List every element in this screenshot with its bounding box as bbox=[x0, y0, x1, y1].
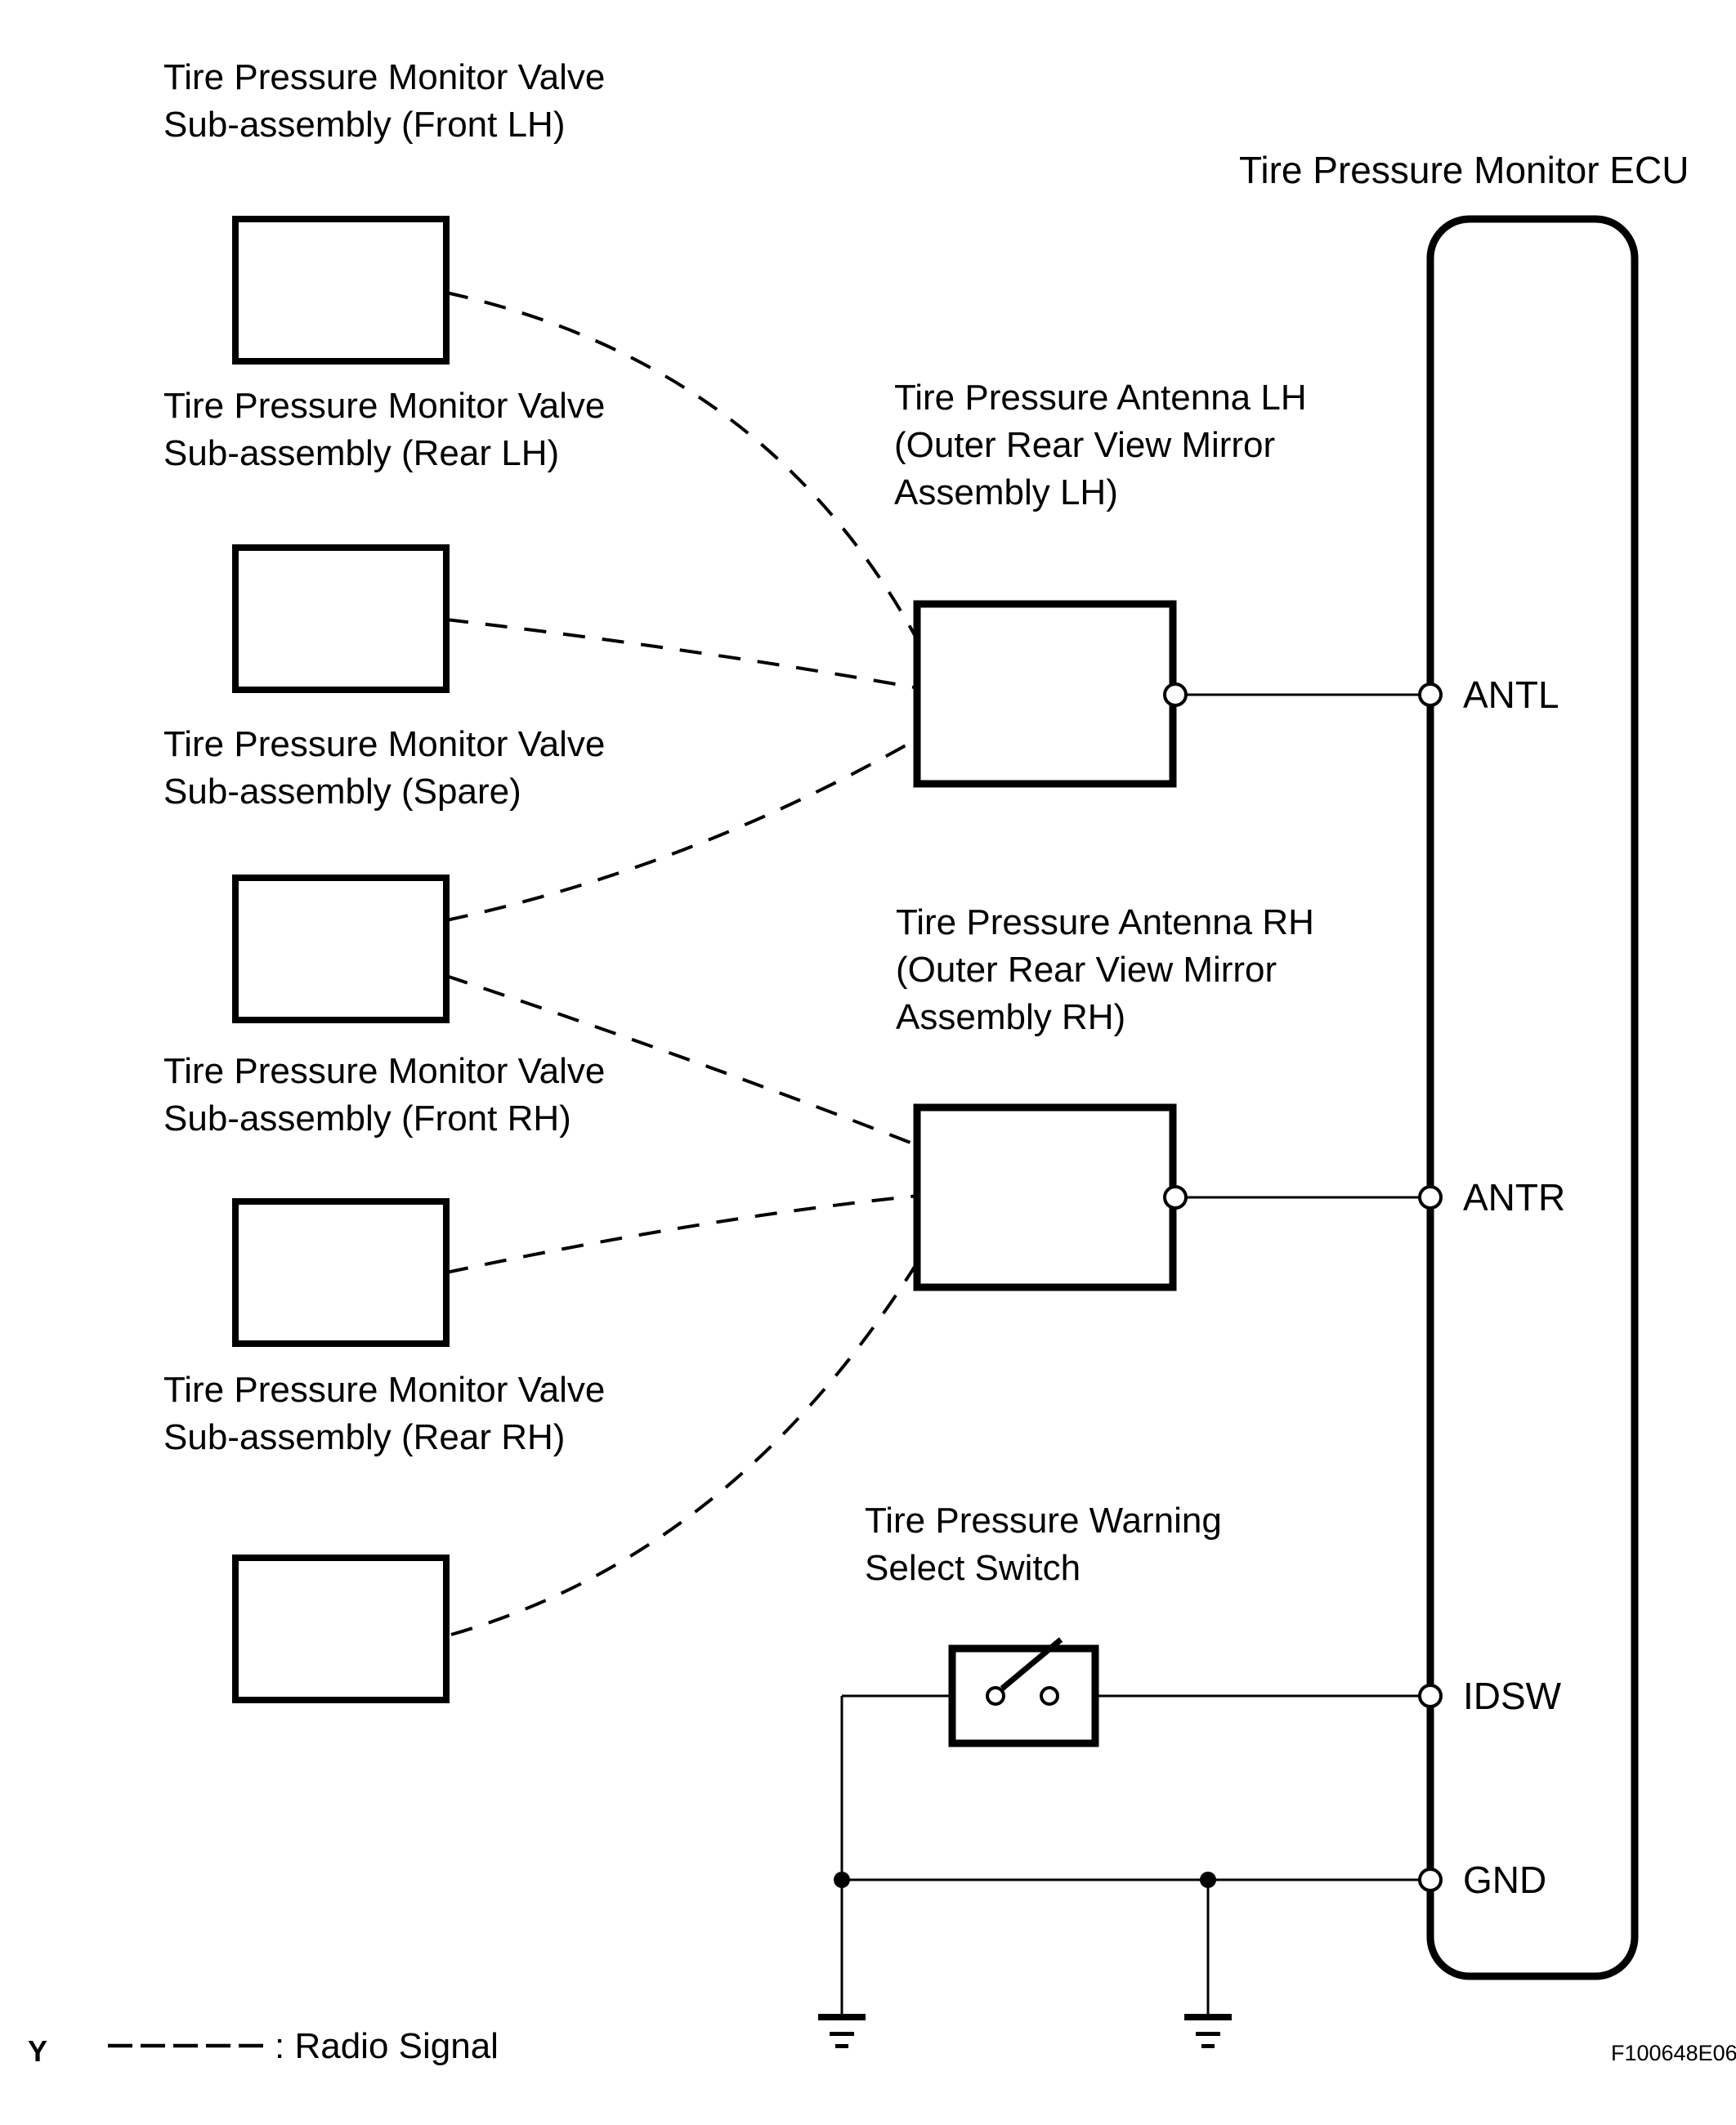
label-ecu-title: Tire Pressure Monitor ECU bbox=[1239, 149, 1689, 191]
antenna-lh-output-terminal bbox=[1163, 682, 1188, 707]
antenna-rh-output-terminal bbox=[1163, 1185, 1188, 1210]
label-line: Tire Pressure Antenna RH bbox=[896, 902, 1314, 942]
antenna-box-rh bbox=[913, 1103, 1177, 1291]
label-terminal-gnd: GND bbox=[1463, 1859, 1547, 1901]
label-line: Tire Pressure Monitor Valve bbox=[163, 724, 606, 764]
valve-box-rear-lh bbox=[232, 544, 450, 693]
ground-symbol-right bbox=[1184, 2014, 1232, 2048]
label-antenna-lh: Tire Pressure Antenna LH (Outer Rear Vie… bbox=[894, 374, 1307, 517]
label-line: Sub-assembly (Spare) bbox=[163, 772, 521, 812]
switch-contact-right bbox=[1040, 1686, 1059, 1706]
junction-dot-right bbox=[1200, 1872, 1216, 1888]
label-line: Sub-assembly (Front LH) bbox=[163, 105, 566, 145]
ground-bar-2 bbox=[830, 2032, 854, 2036]
ground-bar-3 bbox=[1201, 2044, 1215, 2048]
label-valve-rear-rh: Tire Pressure Monitor Valve Sub-assembly… bbox=[163, 1367, 605, 1461]
junction-dot-left bbox=[834, 1872, 850, 1888]
label-line: Sub-assembly (Front RH) bbox=[163, 1098, 571, 1139]
radio-signal-spare-to-antenna-lh bbox=[445, 736, 919, 922]
label-terminal-idsw: IDSW bbox=[1463, 1675, 1562, 1717]
label-line: Tire Pressure Monitor Valve bbox=[163, 1051, 606, 1091]
label-line: (Outer Rear View Mirror bbox=[894, 425, 1276, 465]
select-switch-box bbox=[948, 1644, 1099, 1747]
label-terminal-antr: ANTR bbox=[1463, 1176, 1566, 1219]
valve-box-front-rh bbox=[232, 1198, 450, 1347]
wires bbox=[840, 693, 1430, 2014]
ecu-terminal-gnd bbox=[1418, 1868, 1443, 1892]
valve-box-spare bbox=[232, 875, 450, 1023]
label-line: Select Switch bbox=[865, 1548, 1081, 1588]
valve-box-rear-rh bbox=[232, 1555, 450, 1703]
radio-signal-rear-lh-to-antenna-lh bbox=[445, 618, 919, 690]
label-line: Assembly LH) bbox=[894, 472, 1118, 512]
junction-dots bbox=[834, 1872, 1216, 1888]
ground-bar-1 bbox=[1184, 2014, 1232, 2020]
antenna-box-lh bbox=[913, 600, 1177, 788]
label-valve-spare: Tire Pressure Monitor Valve Sub-assembly… bbox=[163, 721, 605, 816]
ground-symbol-left bbox=[818, 2014, 866, 2048]
label-valve-front-lh: Tire Pressure Monitor Valve Sub-assembly… bbox=[163, 54, 605, 149]
label-line: Tire Pressure Antenna LH bbox=[894, 378, 1307, 418]
label-line: Tire Pressure Monitor Valve bbox=[163, 1370, 606, 1410]
radio-signal-spare-to-antenna-rh bbox=[445, 974, 919, 1148]
label-valve-front-rh: Tire Pressure Monitor Valve Sub-assembly… bbox=[163, 1048, 605, 1143]
radio-signal-front-lh-to-antenna-lh bbox=[445, 291, 920, 643]
switch-blade bbox=[1000, 1637, 1063, 1691]
radio-signal-dashed-lines bbox=[445, 291, 920, 1636]
switch-symbol bbox=[986, 1637, 1063, 1706]
ecu-terminal-antl bbox=[1418, 682, 1443, 707]
valve-box-front-lh bbox=[232, 216, 450, 365]
label-antenna-rh: Tire Pressure Antenna RH (Outer Rear Vie… bbox=[896, 899, 1314, 1041]
ecu-terminal-antr bbox=[1418, 1185, 1443, 1210]
radio-signal-front-rh-to-antenna-rh bbox=[445, 1194, 919, 1274]
ecu-terminal-idsw bbox=[1418, 1684, 1443, 1708]
page-marker: Y bbox=[28, 2034, 48, 2068]
label-line: Sub-assembly (Rear LH) bbox=[163, 433, 560, 473]
label-line: Tire Pressure Monitor Valve bbox=[163, 386, 606, 426]
radio-signal-rear-rh-to-antenna-rh bbox=[450, 1259, 920, 1636]
figure-code: F100648E06 bbox=[1611, 2041, 1736, 2065]
label-line: Sub-assembly (Rear RH) bbox=[163, 1417, 566, 1457]
label-line: (Outer Rear View Mirror bbox=[896, 950, 1277, 990]
label-line: Assembly RH) bbox=[896, 997, 1126, 1037]
legend-radio-signal-label: : Radio Signal bbox=[275, 2026, 499, 2066]
label-line: Tire Pressure Warning bbox=[865, 1501, 1222, 1541]
ground-bar-2 bbox=[1196, 2032, 1220, 2036]
switch-contact-left bbox=[986, 1686, 1005, 1706]
label-line: Tire Pressure Monitor Valve bbox=[163, 57, 606, 97]
ground-bar-3 bbox=[835, 2044, 848, 2048]
connector-circles bbox=[1163, 682, 1443, 1892]
label-terminal-antl: ANTL bbox=[1463, 673, 1559, 716]
component-boxes bbox=[232, 215, 1639, 1980]
label-valve-rear-lh: Tire Pressure Monitor Valve Sub-assembly… bbox=[163, 382, 605, 477]
label-select-switch: Tire Pressure Warning Select Switch bbox=[865, 1497, 1222, 1592]
ecu-box bbox=[1426, 215, 1639, 1980]
ground-bar-1 bbox=[818, 2014, 866, 2020]
